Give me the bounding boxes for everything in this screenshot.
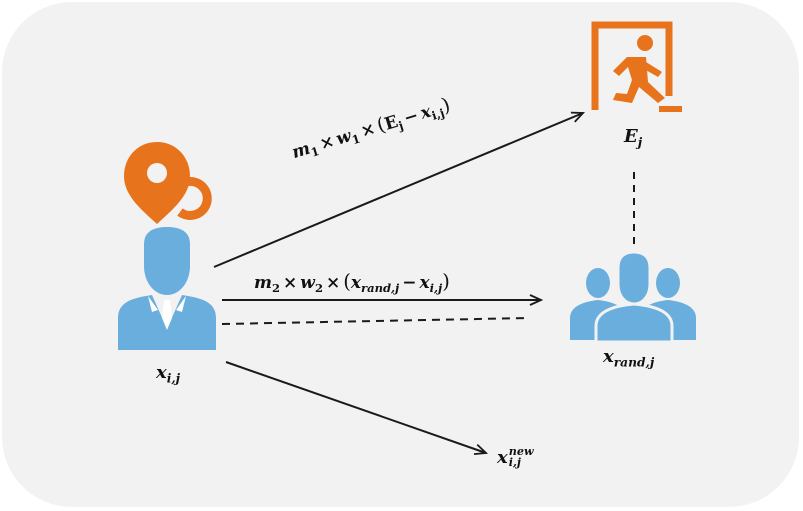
eq2-times-b: × <box>325 273 341 293</box>
user-label-sub: i,j <box>166 371 181 386</box>
eq1-times-b: × <box>358 118 378 143</box>
label-current-position: xi,j <box>156 362 180 385</box>
exit-label-sub: j <box>637 135 643 150</box>
new-label-sub: i,j <box>508 456 521 469</box>
eq2-open: ( <box>343 270 351 293</box>
eq2-m: m <box>254 273 272 293</box>
person-icon <box>118 227 216 350</box>
eq2-w-sub: 2 <box>314 281 323 296</box>
arrow-to-exit <box>213 113 583 268</box>
eq2-times-a: × <box>283 273 298 293</box>
eq2-xrand-sub: rand,j <box>361 281 400 296</box>
group-icon <box>570 250 696 344</box>
user-label-base: x <box>156 362 167 383</box>
exit-label-base: E <box>624 126 638 147</box>
new-label-base: x <box>497 447 508 468</box>
eq1-minus: − <box>401 105 421 129</box>
label-exit: Ej <box>624 126 642 149</box>
eq2-minus: − <box>402 273 417 293</box>
group-label-base: x <box>603 346 614 367</box>
eq2-x-sub: i,j <box>429 281 443 296</box>
eq2-w: w <box>300 273 315 293</box>
group-label-sub: rand,j <box>613 355 655 370</box>
label-random-individual: xrand,j <box>603 346 654 369</box>
eq2-m-sub: 2 <box>272 281 281 296</box>
new-label-sup: new <box>508 445 534 459</box>
exit-door-icon <box>591 21 682 112</box>
equation-toward-random: m2×w2×(xrand,j−xi,j) <box>254 270 450 295</box>
location-pin-icon <box>124 142 212 224</box>
dashed-link-user-group <box>221 317 530 325</box>
arrow-to-new-position <box>225 361 486 453</box>
eq2-xrand: x <box>350 273 361 293</box>
eq2-close: ) <box>442 270 450 293</box>
eq2-x: x <box>419 273 430 293</box>
